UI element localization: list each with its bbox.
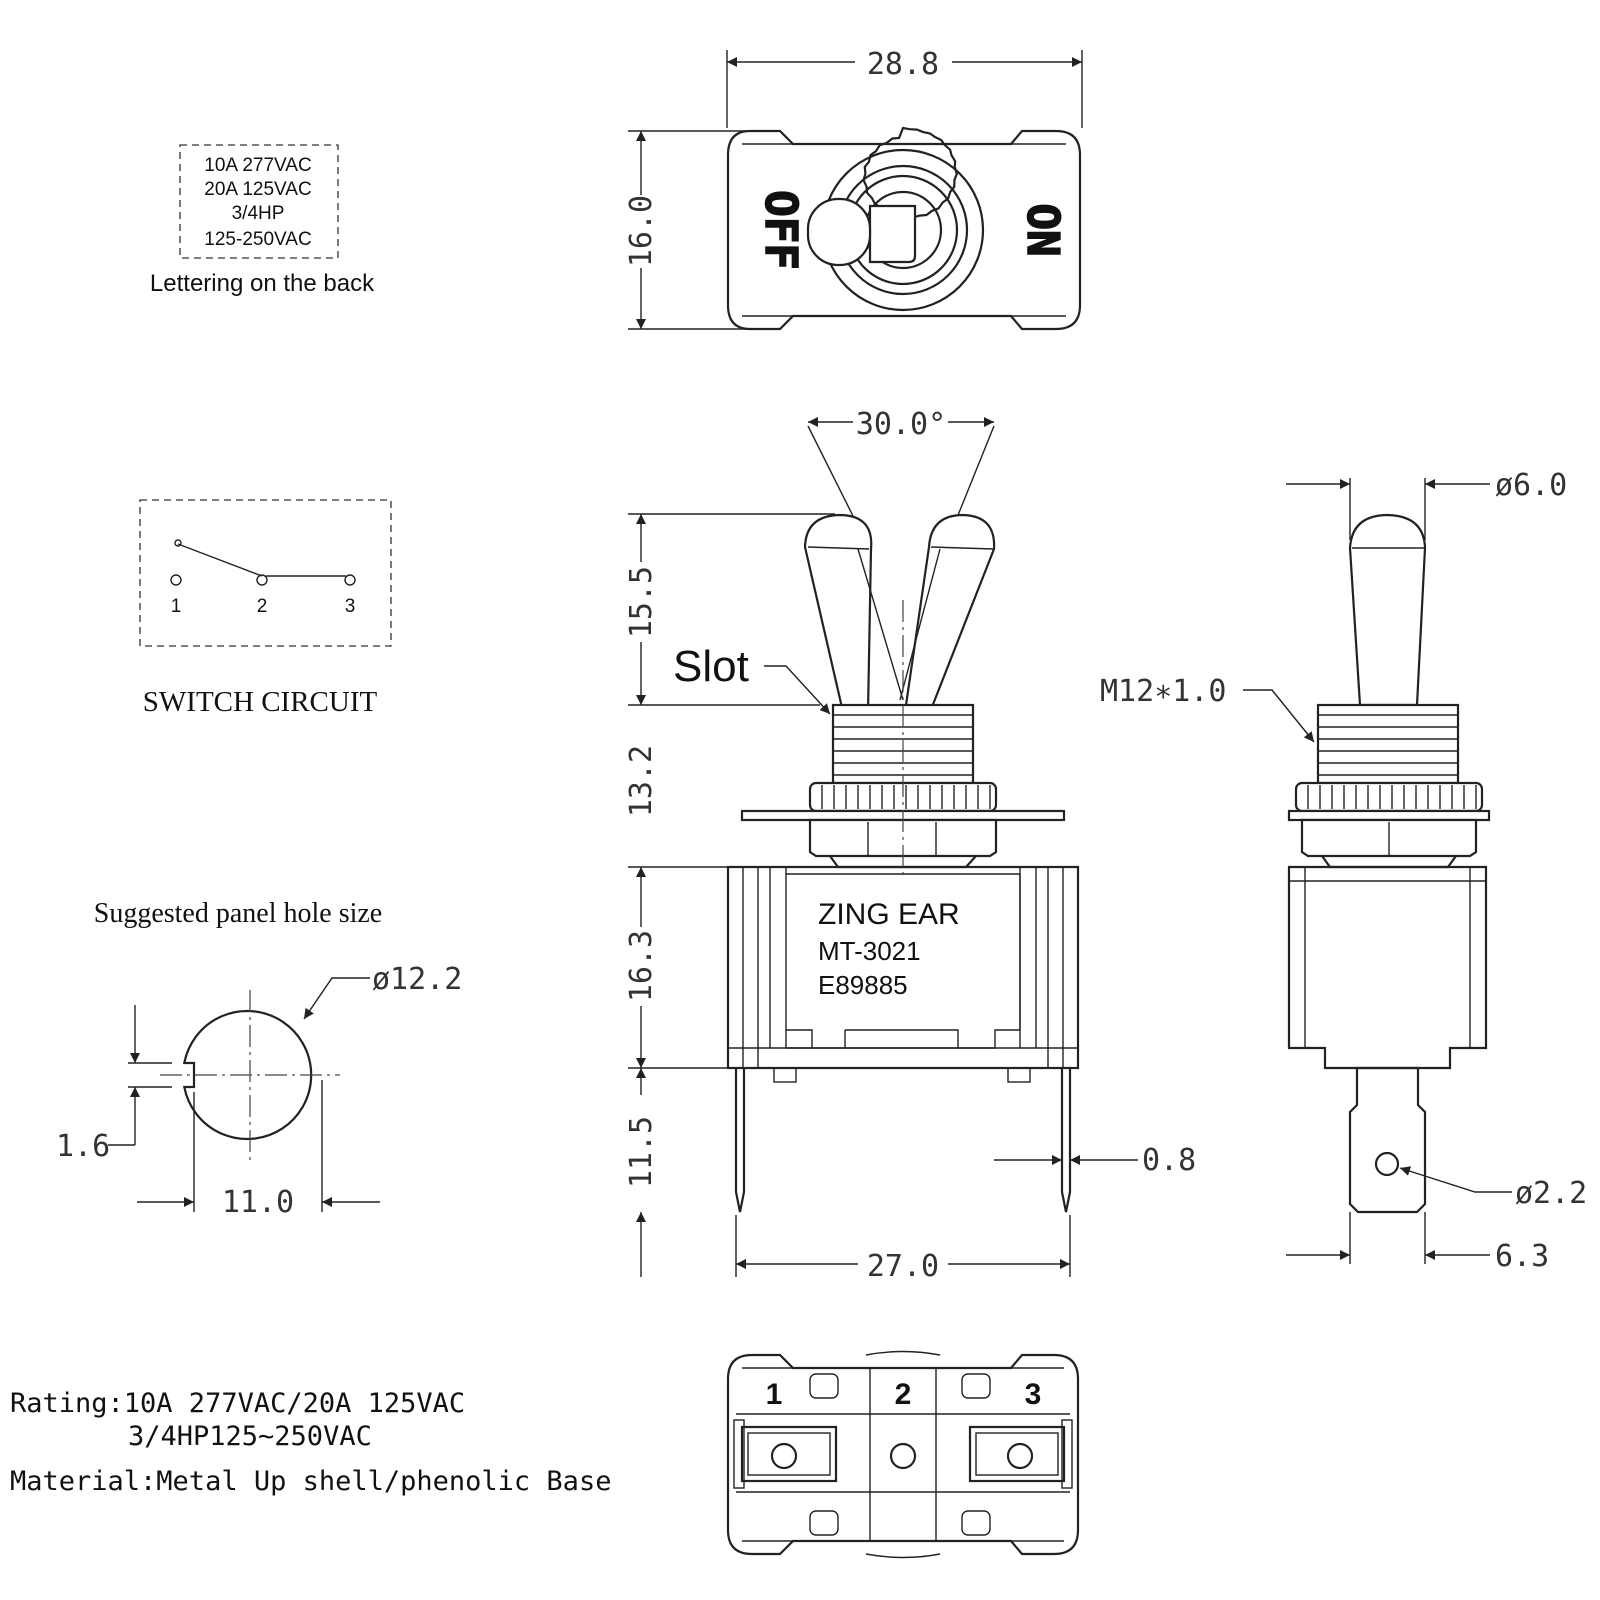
lever-slot-lines xyxy=(857,548,941,701)
terminal-width-text: 6.3 xyxy=(1495,1239,1549,1274)
top-view: 28.8 16.0 OFF ON xyxy=(624,47,1083,331)
lever-off-tip-line xyxy=(807,546,870,550)
terminal-length-text: 11.5 xyxy=(624,1116,659,1188)
front-view: 30.0° 15.5 13.2 16.3 11.5 xyxy=(624,407,1196,1284)
lever-off-position xyxy=(803,513,873,714)
pin-3-dot xyxy=(344,574,356,586)
body-cert-text: E89885 xyxy=(818,970,908,1000)
side-lever xyxy=(1348,513,1427,707)
bottom-bushing-edges xyxy=(865,1350,941,1559)
circuit-box xyxy=(139,499,392,647)
top-lever-tip xyxy=(806,197,872,267)
angle-text: 30.0° xyxy=(856,407,946,442)
bottom-view: 1 2 3 xyxy=(726,1350,1080,1559)
pin-2-dot xyxy=(256,574,268,586)
angle-line-right xyxy=(951,425,995,531)
width-text: 11.0 xyxy=(222,1185,294,1220)
circuit-caption: SWITCH CIRCUIT xyxy=(143,686,378,718)
pin-3-label: 3 xyxy=(345,596,356,617)
terminal-hole xyxy=(1374,1151,1400,1177)
lever-height-text: 15.5 xyxy=(624,566,659,638)
material-line: Material:Metal Up shell/phenolic Base xyxy=(10,1466,611,1497)
bottom-body-outline xyxy=(726,1353,1080,1556)
switch-blade xyxy=(177,543,263,577)
hole-diameter-label: ø2.2 xyxy=(1515,1176,1587,1211)
side-view: ø6.0 M12∗1.0 ø2.2 6.3 xyxy=(1100,468,1587,1274)
back-line-4: 125-250VAC xyxy=(204,229,311,250)
bottom-bosses xyxy=(809,1373,991,1536)
pin-1-dot xyxy=(170,574,182,586)
panel-hole-outline xyxy=(182,1009,313,1141)
top-lever-stem xyxy=(868,204,917,264)
back-line-1: 10A 277VAC xyxy=(204,155,311,176)
pin-1-label: 1 xyxy=(171,596,182,617)
body-tab-right xyxy=(1007,1067,1031,1083)
angle-line-left xyxy=(807,425,861,531)
bottom-terminal-3-label: 3 xyxy=(1025,1378,1042,1411)
lever-on-position xyxy=(903,513,996,714)
pin-2-label: 2 xyxy=(257,596,268,617)
back-line-3: 3/4HP xyxy=(232,203,285,224)
bushing-height-text: 13.2 xyxy=(624,745,659,817)
terminal-span-text: 27.0 xyxy=(867,1249,939,1284)
hole-diameter-text: ø12.2 xyxy=(372,962,462,997)
top-body-outline xyxy=(726,129,1082,331)
terminal-thickness-text: 0.8 xyxy=(1142,1143,1196,1178)
back-lettering: 10A 277VAC 20A 125VAC 3/4HP 125-250VAC L… xyxy=(150,144,375,297)
slot-text: 1.6 xyxy=(56,1129,110,1164)
body-brand-text: ZING EAR xyxy=(818,898,960,931)
lever-diameter-text: ø6.0 xyxy=(1495,468,1567,503)
panel-hole-title: Suggested panel hole size xyxy=(94,898,382,929)
terminal-right xyxy=(1060,1068,1072,1213)
side-lock-washer xyxy=(1287,809,1491,822)
panel-hole: Suggested panel hole size ø12.2 1.6 11.0 xyxy=(56,898,462,1220)
thread-text: M12∗1.0 xyxy=(1100,674,1226,709)
terminal-width-ext xyxy=(1349,1212,1426,1264)
back-lettering-box xyxy=(179,144,339,259)
rating-line-2: 3/4HP125~250VAC xyxy=(128,1421,372,1452)
bottom-inner-lines xyxy=(736,1367,1070,1542)
hole-diameter-leader xyxy=(303,977,370,1020)
side-knurled-nut xyxy=(1294,781,1484,813)
side-bushing-threads xyxy=(1316,703,1460,785)
body-model-text: MT-3021 xyxy=(818,936,921,966)
bottom-center-divider xyxy=(869,1368,937,1541)
off-label: OFF xyxy=(755,190,806,269)
slot-label: Slot xyxy=(673,642,749,691)
back-caption: Lettering on the back xyxy=(150,270,375,297)
thread-leader xyxy=(1243,689,1315,743)
bottom-terminal-3 xyxy=(968,1419,1073,1489)
lever-on-tip-line xyxy=(930,546,994,550)
body-tab-left xyxy=(773,1067,797,1083)
on-label: ON xyxy=(1017,204,1068,257)
terminal-left xyxy=(734,1068,746,1213)
bottom-terminal-1 xyxy=(733,1419,838,1489)
bottom-terminal-1-label: 1 xyxy=(766,1378,783,1411)
body-height-text: 16.3 xyxy=(624,930,659,1002)
blade-tip xyxy=(174,539,182,547)
side-terminal xyxy=(1348,1066,1427,1214)
top-inner-lines xyxy=(742,143,1066,317)
slot-leader-line xyxy=(764,665,831,715)
top-width-text: 28.8 xyxy=(867,47,939,82)
hole-leader xyxy=(1399,1166,1512,1193)
switch-circuit: 1 2 3 SWITCH CIRCUIT xyxy=(139,499,392,718)
specs: Rating:10A 277VAC/20A 125VAC 3/4HP125~25… xyxy=(10,1388,611,1497)
rating-line-1: Rating:10A 277VAC/20A 125VAC xyxy=(10,1388,465,1419)
bottom-terminal-2 xyxy=(889,1442,917,1470)
hex-nut-faces xyxy=(867,822,937,856)
top-height-text: 16.0 xyxy=(624,195,659,267)
side-neck xyxy=(1321,855,1457,869)
bottom-terminal-2-label: 2 xyxy=(895,1378,912,1411)
back-line-2: 20A 125VAC xyxy=(204,179,311,200)
side-body xyxy=(1287,865,1488,1070)
side-body-lines xyxy=(1289,867,1486,1048)
